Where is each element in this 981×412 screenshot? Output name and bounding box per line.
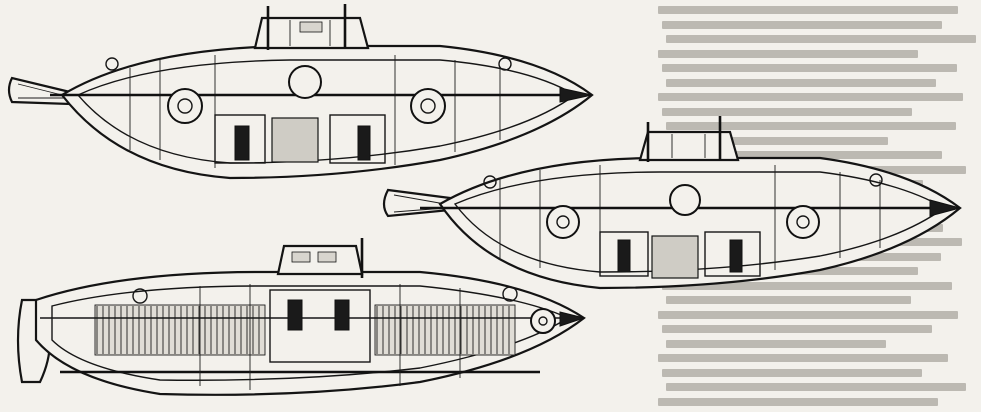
bleed-text-line xyxy=(658,93,963,101)
bleed-text-line xyxy=(666,383,966,391)
bleed-text-line xyxy=(666,339,886,348)
sub2-flywheel-left xyxy=(546,205,580,239)
bleed-text-line xyxy=(658,49,918,58)
sub1-hull xyxy=(60,44,594,180)
sub3-hull xyxy=(34,270,586,396)
submarine-top-left xyxy=(7,4,594,180)
submarine-right xyxy=(382,116,962,290)
sub1-flywheel-left xyxy=(167,88,203,124)
bleed-text-line xyxy=(666,78,936,87)
bleed-text-line xyxy=(662,64,957,72)
sub1-flywheel-right xyxy=(410,88,446,124)
sub3-battery-rows xyxy=(94,304,516,356)
sub2-flywheel-right xyxy=(786,205,820,239)
sub1-conning-tower xyxy=(253,16,370,50)
bleed-text-line xyxy=(666,35,976,43)
sub1-central-drum xyxy=(288,65,322,99)
sub2-hull xyxy=(438,156,962,290)
sub1-ballast-tank xyxy=(271,117,319,163)
bleed-text-line xyxy=(658,136,888,145)
bleed-text-line xyxy=(662,20,942,29)
submarine-bottom-left xyxy=(16,238,586,396)
bleed-text-line xyxy=(666,122,956,130)
bleed-text-line xyxy=(658,310,958,319)
sub2-ballast-tank xyxy=(651,235,699,279)
bleed-text-line xyxy=(662,281,952,290)
bleed-text-line xyxy=(658,6,958,14)
bleed-text-line xyxy=(662,368,922,377)
bleed-text-line xyxy=(662,325,932,333)
bleed-text-line xyxy=(662,151,942,159)
bleed-text-line xyxy=(662,107,912,116)
sub2-central-drum xyxy=(669,184,701,216)
bleed-text-line xyxy=(658,354,948,362)
sub1-tail-fin xyxy=(7,76,72,106)
sub2-conning-tower xyxy=(638,130,740,162)
bleed-text-line xyxy=(666,296,911,304)
sub3-bow-wheel xyxy=(530,308,556,334)
bleed-text-line xyxy=(658,397,938,406)
